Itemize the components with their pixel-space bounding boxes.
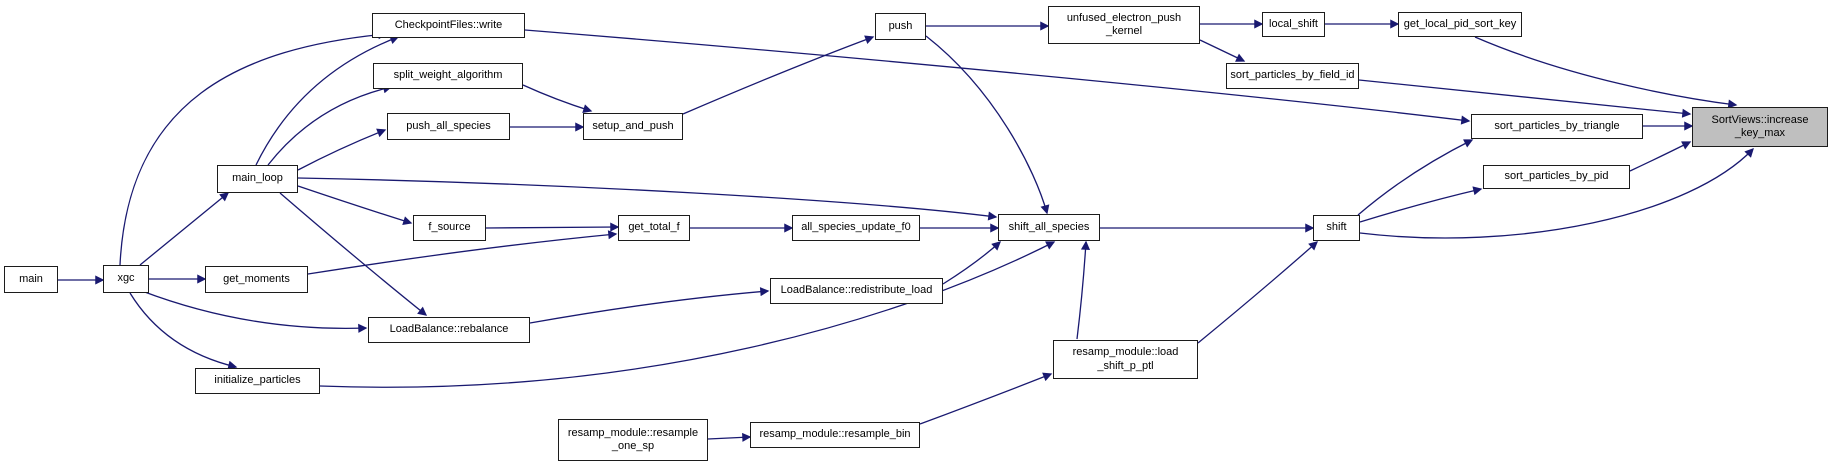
- edge-resamp-resample-bin-to-resamp-load-shift-p-ptl: [919, 372, 1053, 425]
- edge-push-to-shift-all-species: [925, 35, 1050, 215]
- edge-initialize-particles-to-shift-all-species: [319, 241, 1056, 388]
- node-label: LoadBalance::redistribute_load: [780, 284, 933, 297]
- node-label: _kernel: [1105, 25, 1143, 37]
- node-get-total-f[interactable]: get_total_f: [618, 215, 690, 241]
- edge-shift-to-sort-particles-by-pid: [1359, 186, 1483, 223]
- edge-sort-particles-by-pid-to-sortviews-increase-key-max: [1629, 141, 1692, 172]
- node-loadbalance-rebalance[interactable]: LoadBalance::rebalance: [368, 317, 530, 343]
- edge-f-source-to-get-total-f: [485, 222, 620, 232]
- node-split-weight-algorithm[interactable]: split_weight_algorithm: [373, 63, 523, 89]
- node-label: xgc: [117, 272, 135, 285]
- edge-main-loop-to-push-all-species: [297, 128, 387, 171]
- node-f-source[interactable]: f_source: [413, 215, 486, 241]
- node-label: main: [19, 272, 43, 285]
- node-label: sort_particles_by_field_id: [1230, 69, 1355, 82]
- node-sortviews-increase-key-max: SortViews::increase_key_max: [1692, 107, 1828, 147]
- node-get-moments[interactable]: get_moments: [205, 266, 308, 293]
- node-label: resamp_module::resample: [567, 426, 699, 439]
- node-resamp-load-shift-p-ptl[interactable]: resamp_module::load_shift_p_ptl: [1053, 340, 1198, 379]
- edge-get-local-pid-sort-key-to-sortviews-increase-key-max: [1474, 36, 1738, 109]
- edge-sort-particles-by-field-id-to-sortviews-increase-key-max: [1358, 79, 1692, 118]
- node-label: all_species_update_f0: [801, 221, 911, 234]
- node-setup-and-push[interactable]: setup_and_push: [583, 113, 683, 140]
- node-sort-particles-by-field-id[interactable]: sort_particles_by_field_id: [1226, 63, 1359, 89]
- edge-shift-to-sortviews-increase-key-max: [1359, 148, 1754, 239]
- node-label: initialize_particles: [214, 374, 301, 387]
- node-label: _one_sp: [611, 440, 655, 452]
- edge-main-loop-to-loadbalance-rebalance: [279, 192, 428, 316]
- edge-main-loop-to-checkpointfiles-write: [255, 35, 400, 166]
- edge-xgc-to-checkpointfiles-write: [119, 30, 388, 266]
- edge-loadbalance-redistribute-load-to-shift-all-species: [942, 241, 1002, 285]
- node-xgc[interactable]: xgc: [103, 265, 149, 293]
- edge-get-moments-to-get-total-f: [307, 230, 618, 275]
- edge-split-weight-algorithm-to-setup-and-push: [522, 84, 593, 114]
- edge-resamp-load-shift-p-ptl-to-shift-all-species: [1076, 240, 1091, 340]
- node-loadbalance-redistribute-load[interactable]: LoadBalance::redistribute_load: [770, 278, 943, 304]
- edge-unfused-electron-push-kernel-to-sort-particles-by-field-id: [1199, 39, 1246, 62]
- node-resamp-resample-one-sp[interactable]: resamp_module::resample_one_sp: [558, 419, 708, 461]
- node-all-species-update-f0[interactable]: all_species_update_f0: [792, 215, 920, 241]
- edge-main-loop-to-shift-all-species: [297, 177, 998, 221]
- node-label: setup_and_push: [592, 119, 674, 132]
- node-checkpointfiles-write[interactable]: CheckpointFiles::write: [372, 13, 525, 38]
- node-label: get_local_pid_sort_key: [1403, 17, 1517, 30]
- node-main[interactable]: main: [4, 266, 58, 293]
- edge-loadbalance-rebalance-to-loadbalance-redistribute-load: [529, 287, 770, 324]
- node-label: _key_max: [1734, 127, 1786, 139]
- node-label: unfused_electron_push: [1066, 11, 1182, 24]
- node-label: local_shift: [1269, 17, 1318, 30]
- node-label: LoadBalance::rebalance: [389, 323, 509, 336]
- edge-xgc-to-main-loop: [139, 192, 230, 266]
- node-label: CheckpointFiles::write: [394, 18, 503, 31]
- node-unfused-electron-push-kernel[interactable]: unfused_electron_push_kernel: [1048, 6, 1200, 44]
- node-label: sort_particles_by_pid: [1504, 170, 1609, 183]
- edge-xgc-to-loadbalance-rebalance: [141, 290, 368, 333]
- edge-main-loop-to-split-weight-algorithm: [267, 84, 393, 166]
- node-label: split_weight_algorithm: [393, 69, 503, 82]
- edge-setup-and-push-to-push: [682, 35, 875, 115]
- node-label: main_loop: [232, 172, 283, 185]
- node-label: push_all_species: [406, 119, 491, 132]
- edge-xgc-to-initialize-particles: [129, 292, 238, 370]
- node-sort-particles-by-pid[interactable]: sort_particles_by_pid: [1483, 165, 1630, 189]
- node-label: f_source: [428, 221, 471, 234]
- node-main-loop[interactable]: main_loop: [217, 165, 298, 193]
- edge-resamp-resample-one-sp-to-resamp-resample-bin: [707, 432, 752, 442]
- edge-resamp-load-shift-p-ptl-to-shift: [1197, 241, 1319, 344]
- edge-main-loop-to-f-source: [297, 185, 413, 226]
- node-resamp-resample-bin[interactable]: resamp_module::resample_bin: [750, 422, 920, 448]
- node-label: resamp_module::resample_bin: [759, 428, 911, 441]
- node-label: resamp_module::load: [1072, 346, 1179, 359]
- edge-shift-to-sort-particles-by-triangle: [1357, 139, 1474, 216]
- node-label: get_total_f: [628, 221, 680, 234]
- node-get-local-pid-sort-key[interactable]: get_local_pid_sort_key: [1398, 12, 1522, 37]
- node-local-shift[interactable]: local_shift: [1262, 12, 1325, 37]
- node-label: _shift_p_ptl: [1097, 359, 1154, 372]
- edge-checkpointfiles-write-to-sort-particles-by-triangle: [524, 29, 1471, 125]
- node-label: get_moments: [223, 272, 290, 285]
- node-label: shift_all_species: [1008, 220, 1090, 233]
- node-initialize-particles[interactable]: initialize_particles: [195, 368, 320, 394]
- node-label: SortViews::increase: [1711, 113, 1809, 126]
- node-shift[interactable]: shift: [1313, 215, 1360, 241]
- node-shift-all-species[interactable]: shift_all_species: [998, 214, 1100, 241]
- node-label: push: [888, 19, 913, 32]
- node-label: shift: [1326, 221, 1347, 234]
- node-sort-particles-by-triangle[interactable]: sort_particles_by_triangle: [1471, 114, 1643, 139]
- node-push-all-species[interactable]: push_all_species: [387, 113, 510, 140]
- node-label: sort_particles_by_triangle: [1494, 119, 1620, 132]
- node-push[interactable]: push: [875, 13, 926, 40]
